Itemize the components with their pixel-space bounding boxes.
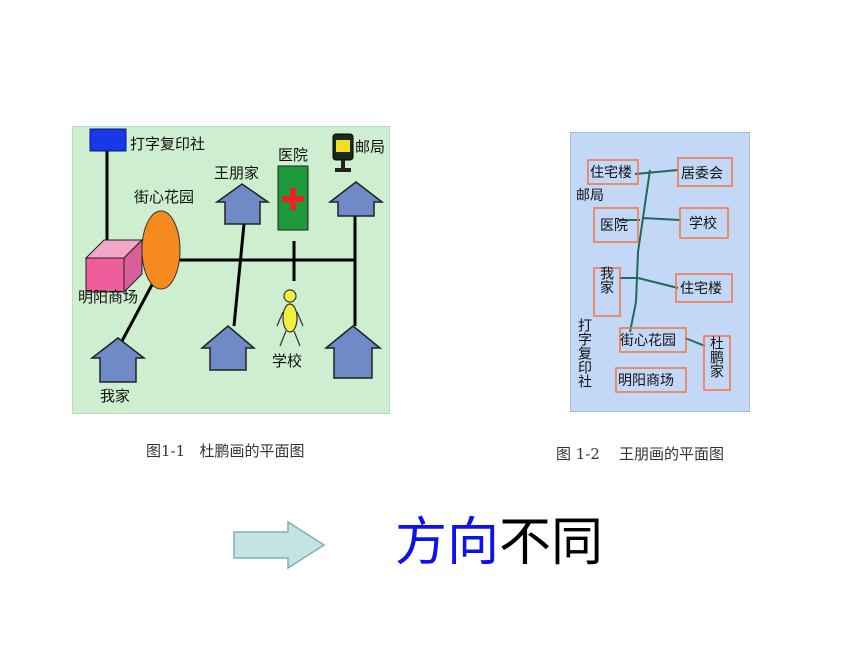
label-box bbox=[675, 273, 733, 303]
label-school: 学校 bbox=[272, 352, 302, 370]
label-post-office: 邮局 bbox=[576, 188, 604, 204]
label-committee: 居委会 bbox=[681, 166, 723, 182]
label-du-home: 杜鹏家 bbox=[708, 336, 724, 378]
headline-black-text: 不同 bbox=[499, 513, 604, 573]
label-post-office: 邮局 bbox=[355, 138, 385, 156]
label-wang-home: 王朋家 bbox=[214, 164, 259, 182]
mall-building-icon bbox=[84, 238, 144, 294]
house-icon bbox=[199, 325, 257, 371]
label-residence-mid: 住宅楼 bbox=[680, 281, 722, 297]
post-office-icon bbox=[332, 133, 354, 172]
figure-2-map: 住宅楼 邮局 居委会 医院 学校 住宅楼 街心花园 明阳商场 我家 杜鹏家 打字… bbox=[570, 132, 750, 412]
label-box bbox=[593, 267, 621, 317]
label-print-shop: 打字复印社 bbox=[576, 318, 592, 388]
label-box bbox=[679, 207, 729, 239]
label-mall: 明阳商场 bbox=[78, 288, 138, 306]
label-my-home: 我家 bbox=[598, 266, 614, 294]
road-lines bbox=[619, 169, 706, 347]
label-box bbox=[677, 157, 733, 187]
label-box bbox=[593, 207, 639, 243]
label-garden: 街心花园 bbox=[134, 188, 194, 206]
label-hospital: 医院 bbox=[278, 146, 308, 164]
label-box bbox=[587, 159, 639, 185]
label-box bbox=[615, 367, 687, 393]
label-hospital: 医院 bbox=[600, 218, 628, 234]
label-mall: 明阳商场 bbox=[618, 373, 674, 389]
label-my-home: 我家 bbox=[100, 387, 130, 405]
garden-ellipse bbox=[141, 210, 181, 290]
label-residence-top: 住宅楼 bbox=[590, 165, 632, 181]
label-school: 学校 bbox=[689, 215, 717, 232]
student-figure-icon bbox=[276, 289, 304, 347]
label-box bbox=[703, 335, 731, 391]
headline-text: 方向不同 bbox=[395, 508, 603, 578]
house-icon bbox=[323, 325, 383, 379]
label-garden: 街心花园 bbox=[620, 333, 676, 349]
figure-1-caption: 图1-1 杜鹏画的平面图 bbox=[146, 442, 305, 460]
figure-2-caption: 图 1-2 王朋画的平面图 bbox=[556, 445, 724, 463]
print-shop-icon bbox=[89, 128, 127, 152]
house-icon bbox=[89, 337, 147, 383]
headline-blue-text: 方向 bbox=[395, 513, 500, 573]
label-print-shop: 打字复印社 bbox=[130, 135, 205, 153]
hospital-icon bbox=[277, 165, 309, 231]
house-icon bbox=[214, 183, 271, 225]
house-icon bbox=[327, 181, 385, 217]
label-box bbox=[619, 327, 687, 353]
figure-1-map: 打字复印社 王朋家 医院 邮局 街心花园 明阳商场 学校 我家 bbox=[72, 126, 390, 414]
right-arrow-icon bbox=[233, 520, 326, 570]
